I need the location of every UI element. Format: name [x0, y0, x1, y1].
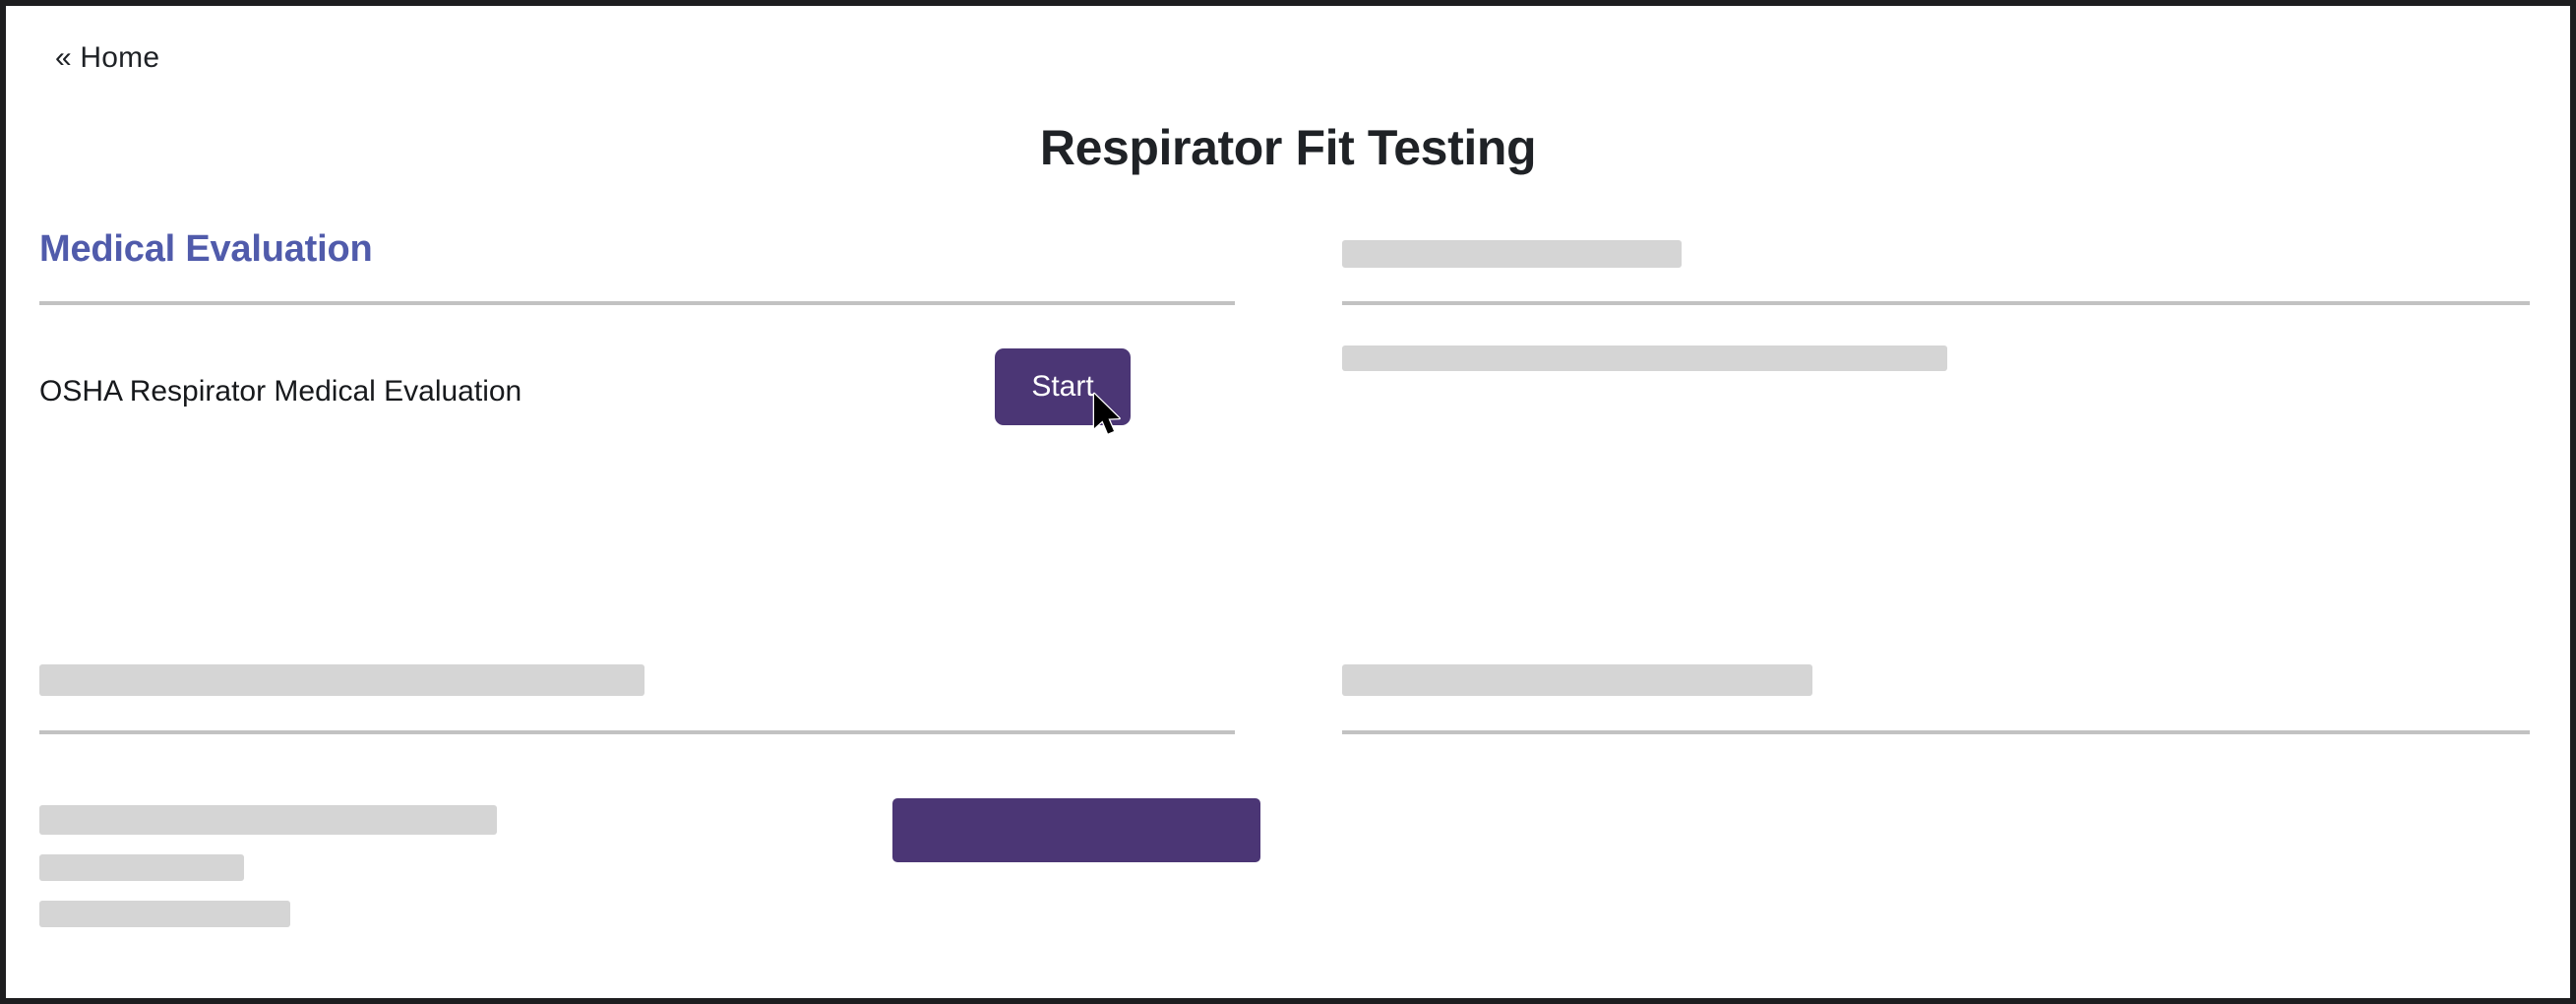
skeleton-heading-block: [1342, 664, 1812, 696]
left-column-top-section: Medical Evaluation: [39, 228, 1235, 271]
start-button[interactable]: Start: [995, 348, 1131, 425]
breadcrumb-home-link[interactable]: « Home: [55, 41, 160, 74]
right-bottom-divider: [1342, 730, 2530, 734]
skeleton-heading-block: [1342, 240, 1682, 268]
left-bottom-content: [39, 805, 1235, 927]
right-column-top-section: [1342, 240, 2530, 268]
page-title: Respirator Fit Testing: [1039, 120, 1537, 175]
left-column-bottom-section: [39, 664, 1235, 696]
right-column-bottom-section: [1342, 664, 2530, 696]
divider-line: [1342, 730, 2530, 734]
section-heading-medical-evaluation: Medical Evaluation: [39, 228, 373, 270]
skeleton-content-block: [1342, 345, 1947, 371]
page-body: « Home Respirator Fit Testing Medical Ev…: [6, 6, 2570, 998]
skeleton-content-block: [39, 854, 244, 881]
divider-line: [1342, 301, 2530, 305]
divider-line: [39, 301, 1235, 305]
row-label-osha-respirator-medical-evaluation: OSHA Respirator Medical Evaluation: [39, 375, 522, 408]
skeleton-content-block: [39, 901, 290, 927]
skeleton-heading-block: [39, 664, 644, 696]
right-column-content: [1342, 345, 2530, 371]
left-bottom-divider: [39, 730, 1235, 734]
skeleton-action-button[interactable]: [892, 798, 1260, 862]
skeleton-content-block: [39, 805, 497, 835]
right-section-divider: [1342, 301, 2530, 305]
left-section-divider: [39, 301, 1235, 305]
divider-line: [39, 730, 1235, 734]
